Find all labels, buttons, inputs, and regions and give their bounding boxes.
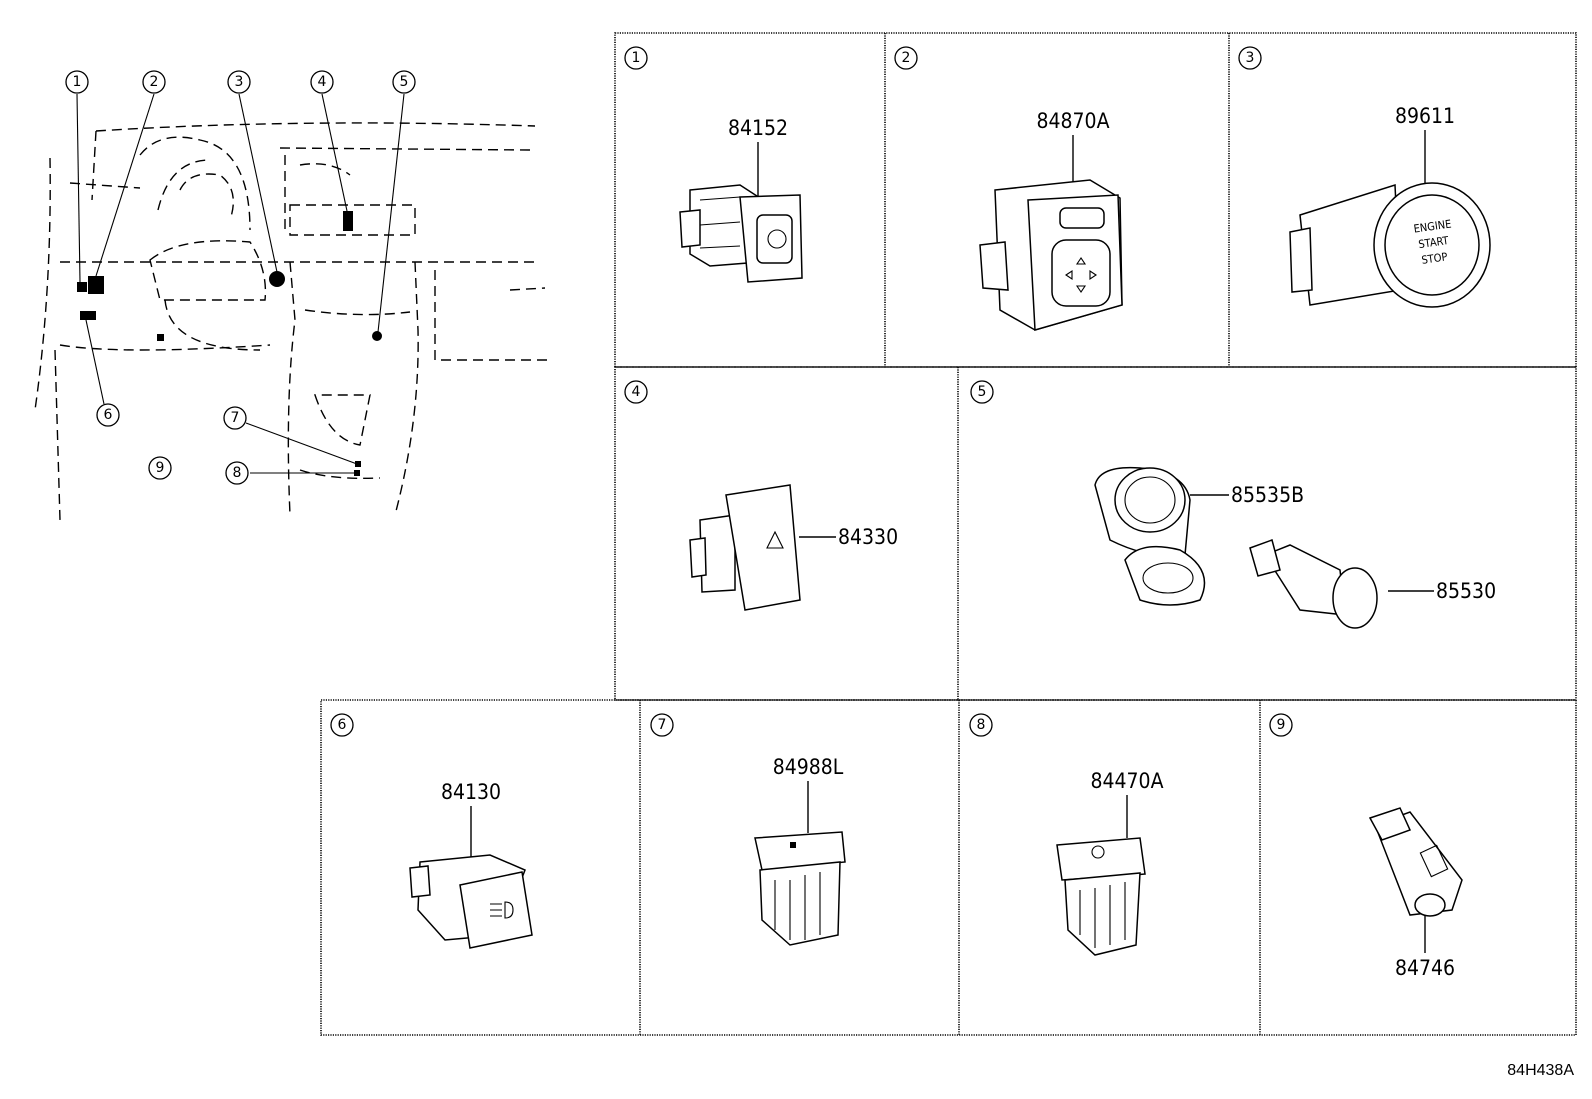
panel-3-part-number: 89611: [1395, 104, 1455, 128]
svg-text:7: 7: [231, 410, 240, 426]
panel-8: 8 84470A: [969, 713, 1164, 956]
svg-text:9: 9: [156, 460, 165, 476]
panel-5-part-number-a: 85535B: [1231, 483, 1304, 507]
panel-1-part-number: 84152: [728, 116, 788, 140]
overview-callout-7: 7: [223, 406, 247, 430]
drawing-code: 84H438A: [1507, 1062, 1574, 1079]
panel-6: 6 84130: [330, 713, 533, 949]
panel-9: 9 84746: [1269, 713, 1463, 980]
panel-6-index: 6: [338, 717, 347, 733]
panel-7-part-number: 84988L: [773, 755, 844, 779]
usb-port-icon: [1368, 807, 1463, 917]
panel-7-index: 7: [658, 717, 667, 733]
mirror-switch-icon: [979, 179, 1123, 331]
overview-callout-6: 6: [96, 403, 120, 427]
power-outlet-socket-icon: [1094, 466, 1206, 606]
panel-8-part-number: 84470A: [1090, 769, 1163, 793]
overview-callout-5: 5: [392, 70, 416, 94]
panel-8-index: 8: [977, 717, 986, 733]
start-button-line3: STOP: [1421, 250, 1449, 267]
off-switch-icon: [754, 831, 846, 946]
panel-6-part-number: 84130: [441, 780, 501, 804]
dashboard-overview: [34, 93, 550, 521]
overview-callout-3: 3: [227, 70, 251, 94]
hazard-switch-icon: [689, 484, 801, 611]
panel-4-part-number: 84330: [838, 525, 898, 549]
panel-grid: [320, 32, 1577, 1036]
svg-text:8: 8: [233, 465, 242, 481]
panel-2: 2 84870A: [894, 46, 1123, 331]
svg-text:3: 3: [235, 74, 244, 90]
parking-brake-switch-icon: [1056, 837, 1146, 956]
headlight-leveling-switch-icon: [409, 854, 533, 949]
panel-5-index: 5: [978, 384, 987, 400]
panel-2-index: 2: [902, 50, 911, 66]
panel-9-index: 9: [1277, 717, 1286, 733]
svg-text:1: 1: [73, 74, 82, 90]
overview-callout-2: 2: [142, 70, 166, 94]
overview-callout-8: 8: [225, 461, 249, 485]
svg-text:5: 5: [400, 74, 409, 90]
panel-3-index: 3: [1246, 50, 1255, 66]
svg-text:2: 2: [150, 74, 159, 90]
overview-callout-4: 4: [310, 70, 334, 94]
panel-5-part-number-b: 85530: [1436, 579, 1496, 603]
panel-4: 4 84330: [624, 380, 898, 611]
start-stop-button-icon: ENGINE START STOP: [1289, 182, 1491, 308]
panel-4-index: 4: [632, 384, 641, 400]
svg-text:4: 4: [318, 74, 327, 90]
dimmer-switch-icon: [679, 184, 803, 283]
panel-1: 1 84152: [624, 46, 803, 283]
panel-7: 7 84988L: [650, 713, 846, 946]
panel-9-part-number: 84746: [1395, 956, 1455, 980]
panel-5: 5 85535B 85530: [970, 380, 1496, 629]
panel-3: 3 89611 ENGINE START STOP: [1238, 46, 1491, 308]
svg-text:6: 6: [104, 407, 113, 423]
overview-callout-9: 9: [148, 456, 172, 480]
start-button-line2: START: [1418, 234, 1451, 251]
panel-2-part-number: 84870A: [1036, 109, 1109, 133]
power-outlet-plug-icon: [1249, 539, 1378, 629]
start-button-line1: ENGINE: [1413, 217, 1452, 235]
panel-1-index: 1: [632, 50, 641, 66]
overview-callout-1: 1: [65, 70, 89, 94]
